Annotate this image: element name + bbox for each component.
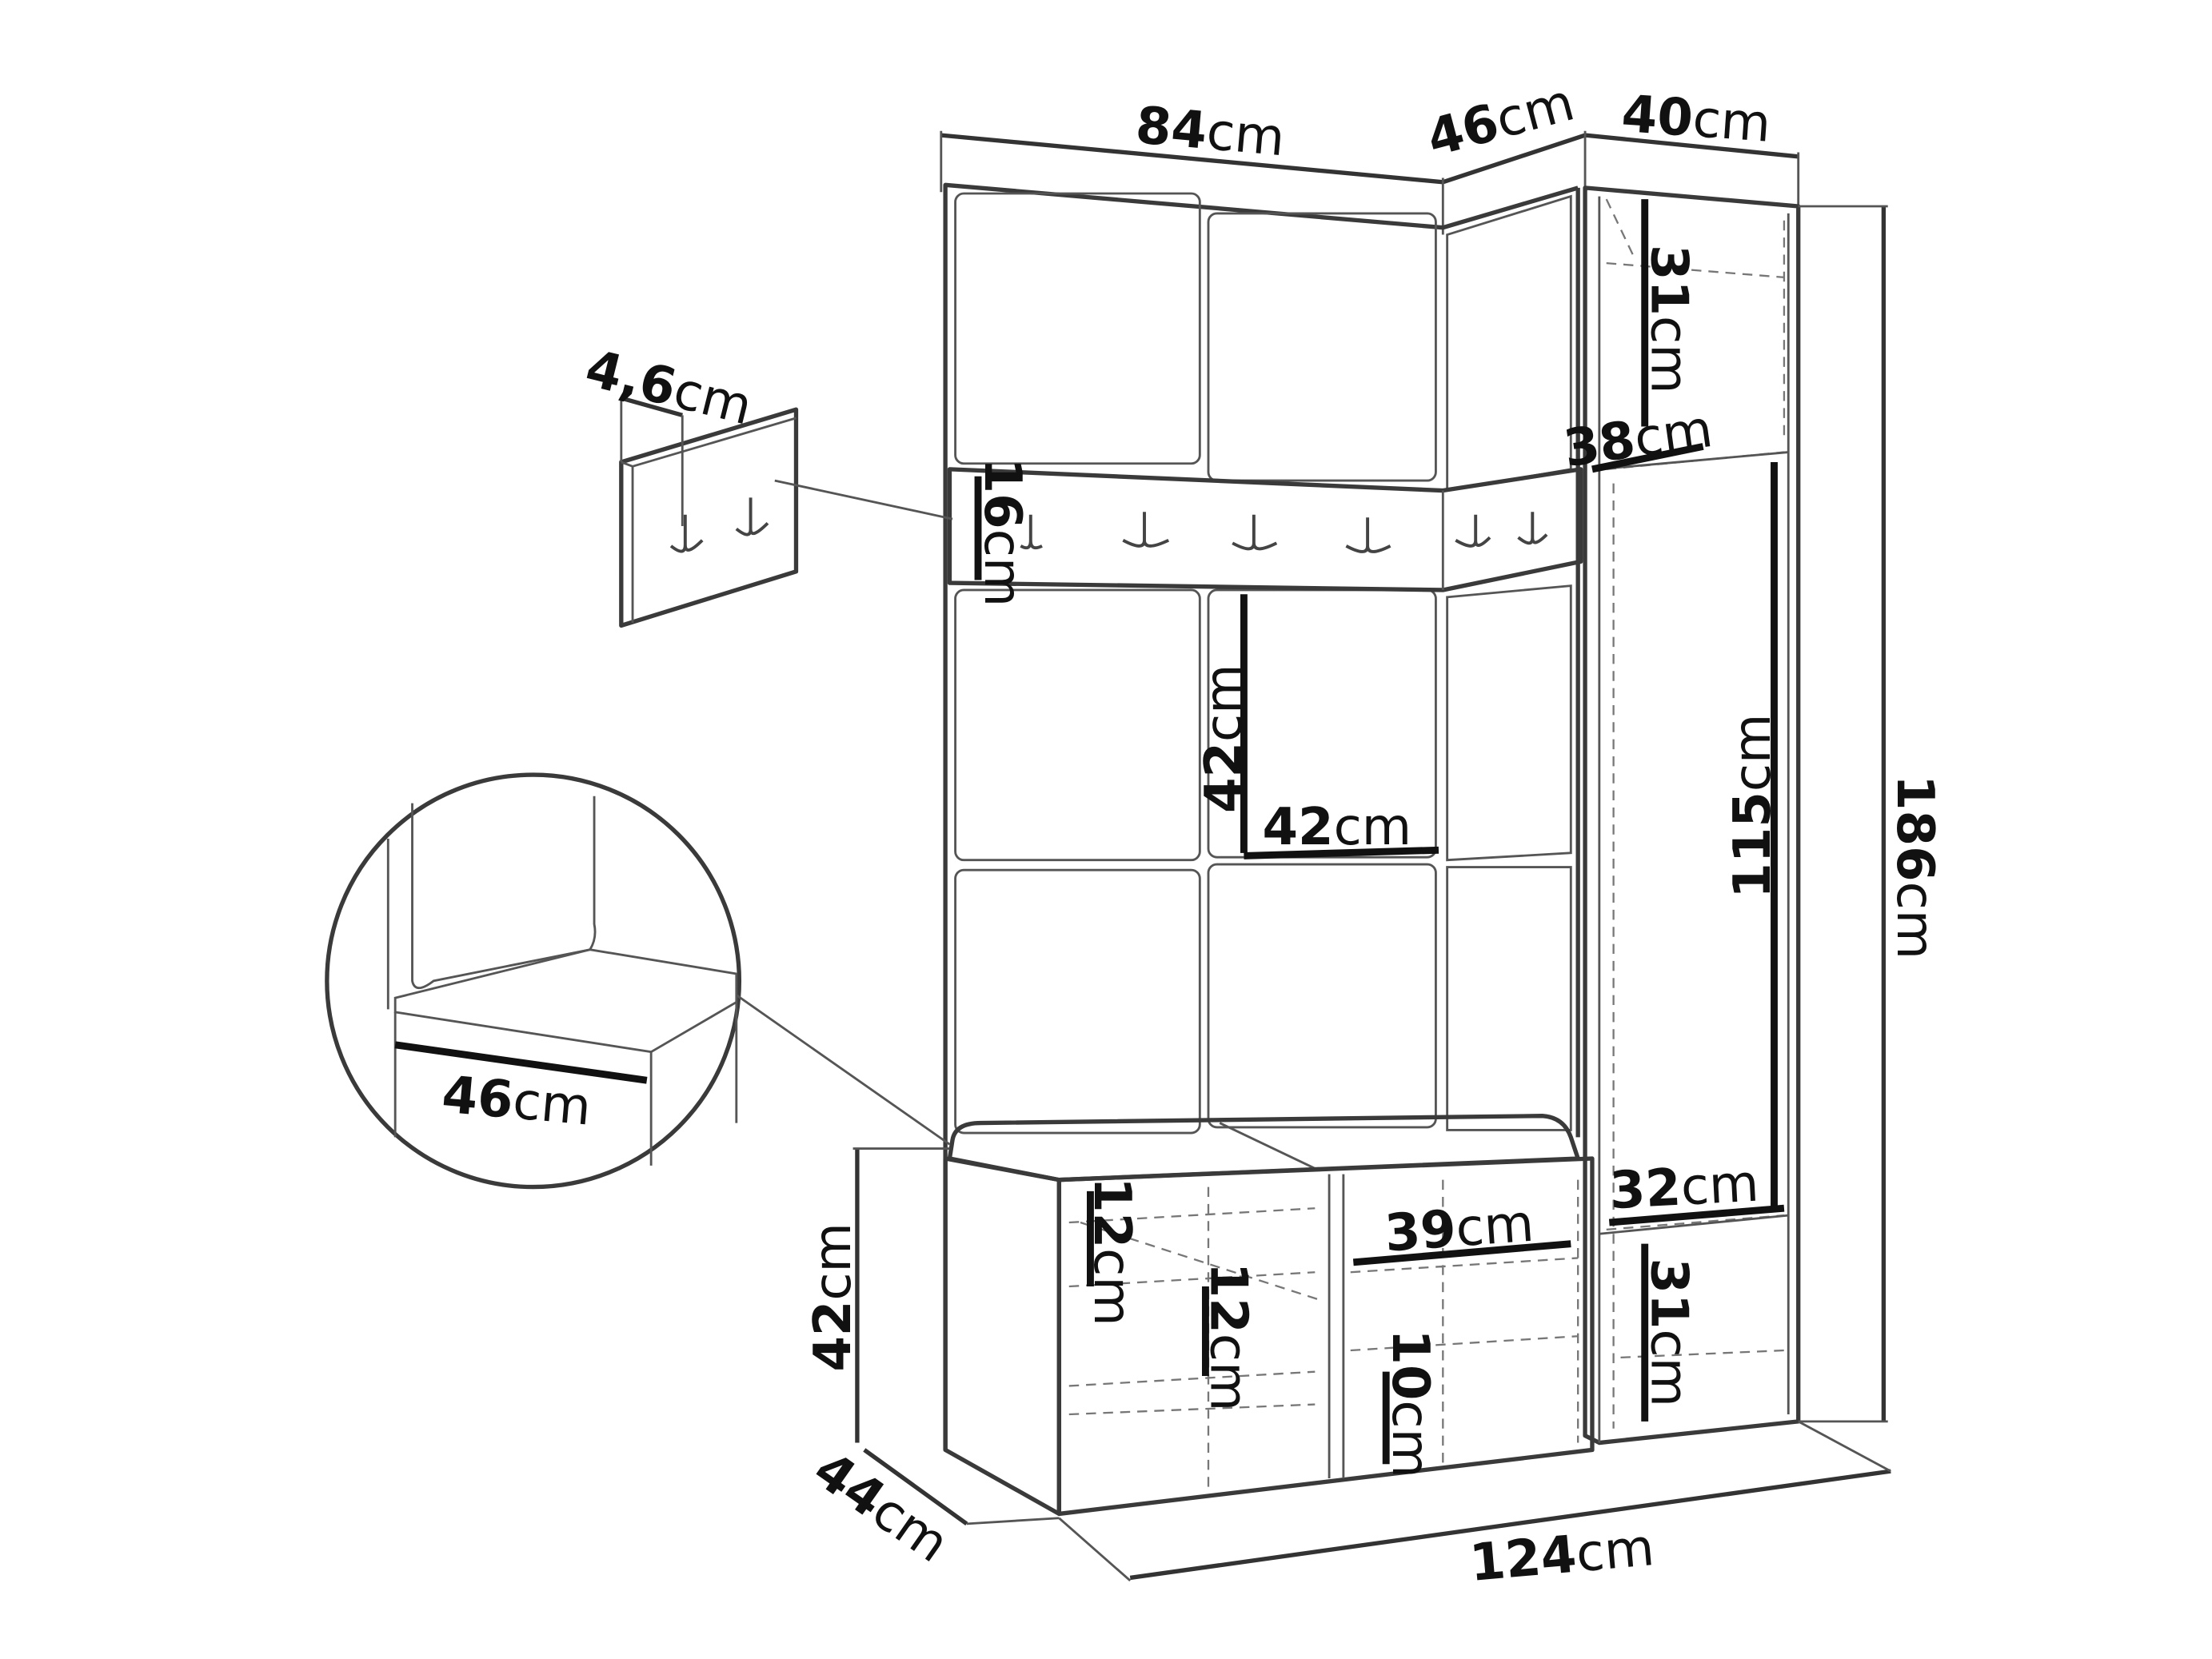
label-bench-compartment-width: 39cm (1383, 1194, 1535, 1264)
bench-cushion (947, 1114, 1580, 1182)
hook-icon (1345, 517, 1391, 553)
hook-icon (1122, 512, 1170, 548)
label-top-width-left: 84cm (1133, 96, 1287, 168)
label-cabinet-depth: 38cm (1560, 400, 1716, 479)
label-top-width-corner: 46cm (1421, 73, 1580, 169)
label-panel-width: 42cm (1263, 798, 1412, 857)
top-dimension-lines (940, 130, 1800, 235)
coat-hooks (1020, 512, 1548, 553)
label-cabinet-top-shelf: 31cm (1639, 245, 1699, 394)
label-bench-shelf-2: 12cm (1199, 1262, 1258, 1412)
hook-icon (735, 497, 769, 536)
inner-dimension-lines (974, 199, 1785, 1465)
dimension-labels: 84cm 46cm 40cm 4,6cm 16cm 31cm 38cm 42cm… (440, 73, 1944, 1593)
label-cabinet-bottom-shelf: 31cm (1639, 1258, 1699, 1407)
wall-panels (943, 182, 1583, 1450)
hook-icon (669, 514, 704, 553)
label-bench-shelf-1: 12cm (1082, 1177, 1141, 1326)
label-panel-height: 42cm (1195, 664, 1254, 813)
label-total-height: 186cm (1885, 775, 1944, 959)
hook-icon (1517, 512, 1548, 545)
label-hook-strip-height: 16cm (972, 458, 1032, 608)
label-seat-depth: 46cm (440, 1066, 593, 1138)
label-cabinet-middle-height: 115cm (1723, 714, 1783, 899)
label-hook-panel-depth: 4,6cm (580, 339, 758, 437)
label-top-width-right: 40cm (1619, 85, 1772, 154)
hook-strip (947, 467, 1583, 592)
hook-icon (1455, 514, 1491, 548)
label-total-width: 124cm (1467, 1518, 1657, 1593)
label-bench-compartment-height: 10cm (1380, 1329, 1439, 1478)
label-cabinet-inner-width: 32cm (1608, 1155, 1760, 1222)
hook-icon (1232, 514, 1278, 551)
label-bench-height: 42cm (804, 1222, 863, 1372)
bench (943, 1114, 1595, 1517)
seat-detail-circle (325, 772, 951, 1190)
outer-dimension-lines (852, 205, 1891, 1582)
tall-cabinet (1583, 185, 1801, 1446)
hook-panel-detail (619, 396, 953, 628)
hook-icon (1020, 514, 1043, 550)
